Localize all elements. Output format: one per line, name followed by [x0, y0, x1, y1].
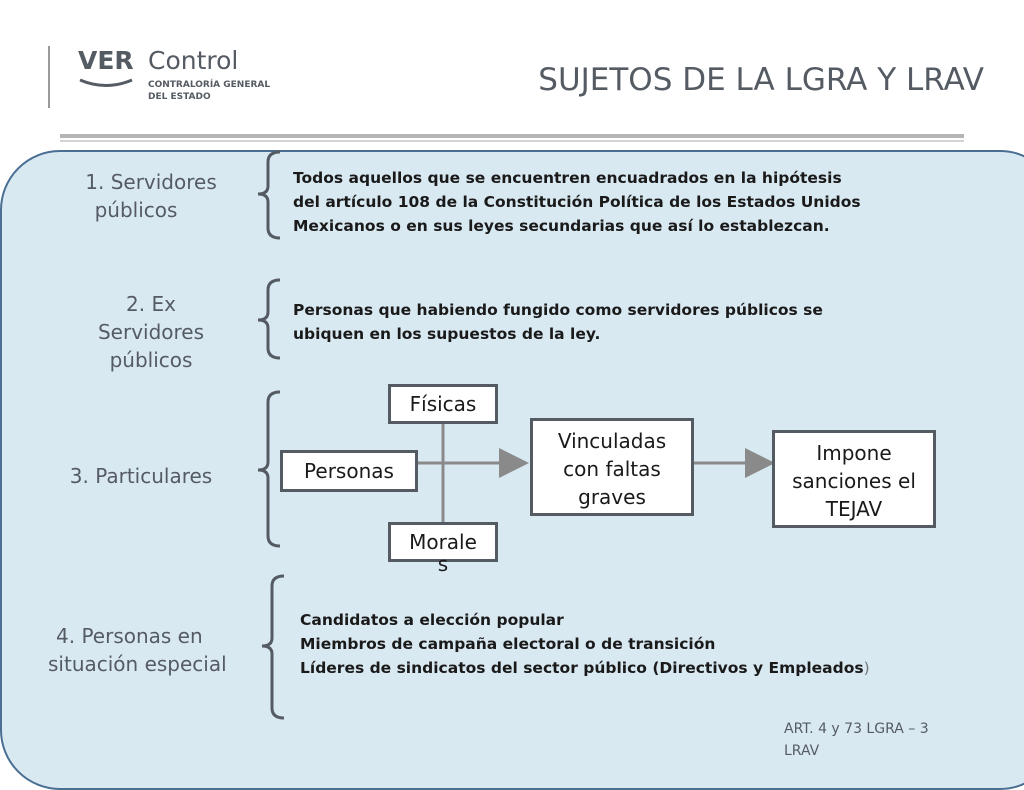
section-1-label-line1: 1. Servidores [85, 170, 217, 194]
section-4-desc-line1: Candidatos a elección popular [300, 611, 564, 629]
personas-box: Personas [280, 450, 418, 492]
article-reference-line2: LRAV [784, 743, 820, 759]
personas-label: Personas [304, 459, 394, 483]
section-2-label-line3: públicos [109, 348, 193, 372]
section-2-label: 2. Ex Servidores públicos [56, 290, 246, 374]
section-1-description: Todos aquellos que se encuentren encuadr… [293, 166, 861, 238]
article-reference-line1: ART. 4 y 73 LGRA – 3 [784, 721, 929, 737]
logo-divider [48, 46, 50, 108]
morales-box: Morale s [388, 522, 498, 576]
brace-2 [257, 278, 281, 360]
page-title: SUJETOS DE LA LGRA Y LRAV [538, 62, 984, 98]
morales-label-line2: s [437, 552, 449, 576]
brace-3 [257, 390, 281, 548]
vinculadas-box: Vinculadas con faltas graves [530, 418, 694, 516]
section-1-desc-line3: Mexicanos o en sus leyes secundarias que… [293, 217, 830, 235]
section-1-desc-line1: Todos aquellos que se encuentren encuadr… [293, 169, 842, 187]
section-4-desc-tail: ) [863, 659, 870, 677]
logo-subtitle-line2: DEL ESTADO [148, 92, 211, 102]
impone-line2: sanciones el [792, 469, 916, 493]
article-reference: ART. 4 y 73 LGRA – 3 LRAV [784, 718, 984, 762]
morales-label-line1: Morale [409, 530, 477, 554]
impone-line3: TEJAV [825, 497, 883, 521]
logo-swoosh-icon [79, 78, 133, 87]
section-4-label-line1: 4. Personas en [56, 624, 203, 648]
section-2-label-line2: Servidores [97, 320, 205, 344]
brace-1 [257, 150, 281, 240]
logo-subtitle-line1: CONTRALORÍA GENERAL [148, 80, 271, 90]
vinculadas-line3: graves [578, 485, 646, 509]
fisicas-label: Físicas [409, 392, 477, 416]
header-rule [60, 134, 964, 138]
section-2-description: Personas que habiendo fungido como servi… [293, 298, 823, 346]
impone-line1: Impone [816, 441, 892, 465]
section-3-label: 3. Particulares [46, 462, 236, 490]
section-4-label: 4. Personas en situación especial [48, 622, 268, 678]
section-2-label-line1: 2. Ex [126, 292, 176, 316]
logo-brand-light: Control [148, 46, 239, 75]
section-1-label: 1. Servidores públicos [56, 168, 246, 224]
section-1-label-line2: públicos [94, 198, 178, 222]
section-2-desc-line1: Personas que habiendo fungido como servi… [293, 301, 823, 319]
section-4-description: Candidatos a elección popular Miembros d… [300, 608, 870, 680]
vinculadas-line1: Vinculadas [557, 429, 667, 453]
section-4-label-line2: situación especial [48, 652, 227, 676]
section-1-desc-line2: del artículo 108 de la Constitución Polí… [293, 193, 861, 211]
diagram-connectors [257, 150, 775, 720]
logo-brand-bold: VER [78, 46, 134, 75]
section-4-desc-line2: Miembros de campaña electoral o de trans… [300, 635, 716, 653]
vinculadas-line2: con faltas [563, 457, 661, 481]
section-4-desc-line3-wrap: Líderes de sindicatos del sector público… [300, 656, 870, 680]
fisicas-box: Físicas [388, 384, 498, 424]
section-4-desc-line3: Líderes de sindicatos del sector público… [300, 659, 864, 677]
section-2-desc-line2: ubiquen en los supuestos de la ley. [293, 325, 601, 343]
logo: VER Control CONTRALORÍA GENERAL DEL ESTA… [48, 44, 278, 114]
header-rule-shadow [60, 140, 964, 142]
section-3-label-line1: 3. Particulares [69, 464, 213, 488]
impone-box: Impone sanciones el TEJAV [772, 430, 936, 528]
brace-4 [261, 574, 285, 720]
